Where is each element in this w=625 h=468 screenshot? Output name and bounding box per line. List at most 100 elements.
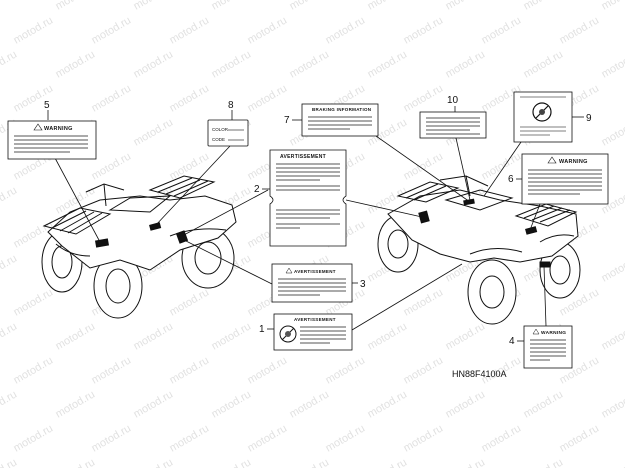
warning-triangle-icon [285,267,293,274]
watermark-text: motod.ru [0,184,19,216]
label-2-title: AVERTISSEMENT [280,154,326,160]
watermark-text: motod.ru [522,388,566,420]
label-10: 10 [419,95,487,139]
watermark-text: motod.ru [402,82,446,114]
watermark-text: motod.ru [402,422,446,454]
watermark-text: motod.ru [54,388,98,420]
watermark-text: motod.ru [600,116,625,148]
label-3-title: AVERTISSEMENT [294,269,336,274]
watermark-text: motod.ru [600,48,625,80]
warning-triangle-icon [532,328,540,335]
watermark-text: motod.ru [0,252,19,284]
watermark-text: motod.ru [210,320,254,352]
watermark-text: motod.ru [402,286,446,318]
watermark-text: motod.ru [168,150,212,182]
watermark-text: motod.ru [366,320,410,352]
watermark-text: motod.ru [90,354,134,386]
watermark-text: motod.ru [600,0,625,13]
watermark-text: motod.ru [0,48,19,80]
callout-8: 8 [228,100,234,111]
watermark-text: motod.ru [90,14,134,46]
watermark-text: motod.ru [288,388,332,420]
label-5-title: WARNING [44,126,73,132]
label-9: 9 [513,91,592,143]
watermark-text: motod.ru [444,320,488,352]
label-7-braking-info: 7 BRAKING INFORMATION [284,103,379,137]
watermark-text: motod.ru [600,252,625,284]
watermark-text: motod.ru [522,48,566,80]
watermark-text: motod.ru [132,320,176,352]
watermark-text: motod.ru [402,14,446,46]
watermark-text: motod.ru [480,422,524,454]
watermark-text: motod.ru [54,456,98,468]
watermark-text: motod.ru [12,422,56,454]
label-6-title: WARNING [559,159,588,165]
watermark-text: motod.ru [480,14,524,46]
watermark-text: motod.ru [168,82,212,114]
watermark-text: motod.ru [210,388,254,420]
callout-6: 6 [508,174,514,185]
watermark-text: motod.ru [444,48,488,80]
callout-1: 1 [259,324,265,335]
callout-7: 7 [284,115,290,126]
watermark-text: motod.ru [600,320,625,352]
watermark-text: motod.ru [132,116,176,148]
watermark-text: motod.ru [12,14,56,46]
callout-9: 9 [586,113,592,124]
leader-lines [54,125,547,331]
watermark-text: motod.ru [90,82,134,114]
watermark-text: motod.ru [246,422,290,454]
label-8-color: COLOR [212,127,229,132]
watermark-text: motod.ru [90,422,134,454]
watermark-text: motod.ru [444,388,488,420]
watermark-text: motod.ru [366,388,410,420]
watermark-text: motod.ru [210,0,254,13]
watermark-text: motod.ru [246,14,290,46]
label-5-warning: 5 WARNING [7,100,97,160]
callout-5: 5 [44,100,50,111]
warning-triangle-icon [33,123,43,131]
atv-rear-view [377,175,581,325]
watermark-text: motod.ru [600,388,625,420]
watermark-text: motod.ru [132,388,176,420]
watermark-text: motod.ru [210,456,254,468]
atv-front-view [41,175,237,319]
watermark-text: motod.ru [54,48,98,80]
watermark-text: motod.ru [288,48,332,80]
watermark-text: motod.ru [522,456,566,468]
label-8-color-code: 8 COLOR CODE [207,100,249,147]
label-4-warning: 4 WARNING [509,325,573,369]
label-6-warning: 6 WARNING [508,153,609,205]
watermark-text: motod.ru [444,456,488,468]
watermark-text: motod.ru [12,286,56,318]
label-8-code: CODE [212,137,225,142]
watermark-text: motod.ru [168,14,212,46]
watermark-text: motod.ru [0,320,19,352]
label-3-avertissement: AVERTISSEMENT 3 [271,263,366,303]
watermark-text: motod.ru [0,456,19,468]
callout-4: 4 [509,336,515,347]
diagram-code: HN88F4100A [452,369,507,379]
watermark-text: motod.ru [558,422,602,454]
watermark-text: motod.ru [12,354,56,386]
callout-2: 2 [254,184,260,195]
watermark-text: motod.ru [168,354,212,386]
watermark-text: motod.ru [54,0,98,13]
watermark-text: motod.ru [288,456,332,468]
watermark-text: motod.ru [288,0,332,13]
watermark-text: motod.ru [366,48,410,80]
label-1-title: AVERTISSEMENT [294,317,336,322]
watermark-text: motod.ru [324,354,368,386]
label-1-avertissement: 1 AVERTISSEMENT [259,313,353,351]
watermark-text: motod.ru [168,422,212,454]
watermark-text: motod.ru [132,0,176,13]
watermark-text: motod.ru [522,0,566,13]
watermark-text: motod.ru [324,14,368,46]
watermark-text: motod.ru [558,14,602,46]
watermark-text: motod.ru [54,320,98,352]
watermark-text: motod.ru [246,354,290,386]
watermark-text: motod.ru [246,82,290,114]
warning-triangle-icon [547,156,557,164]
watermark-text: motod.ru [444,0,488,13]
watermark-text: motod.ru [210,48,254,80]
